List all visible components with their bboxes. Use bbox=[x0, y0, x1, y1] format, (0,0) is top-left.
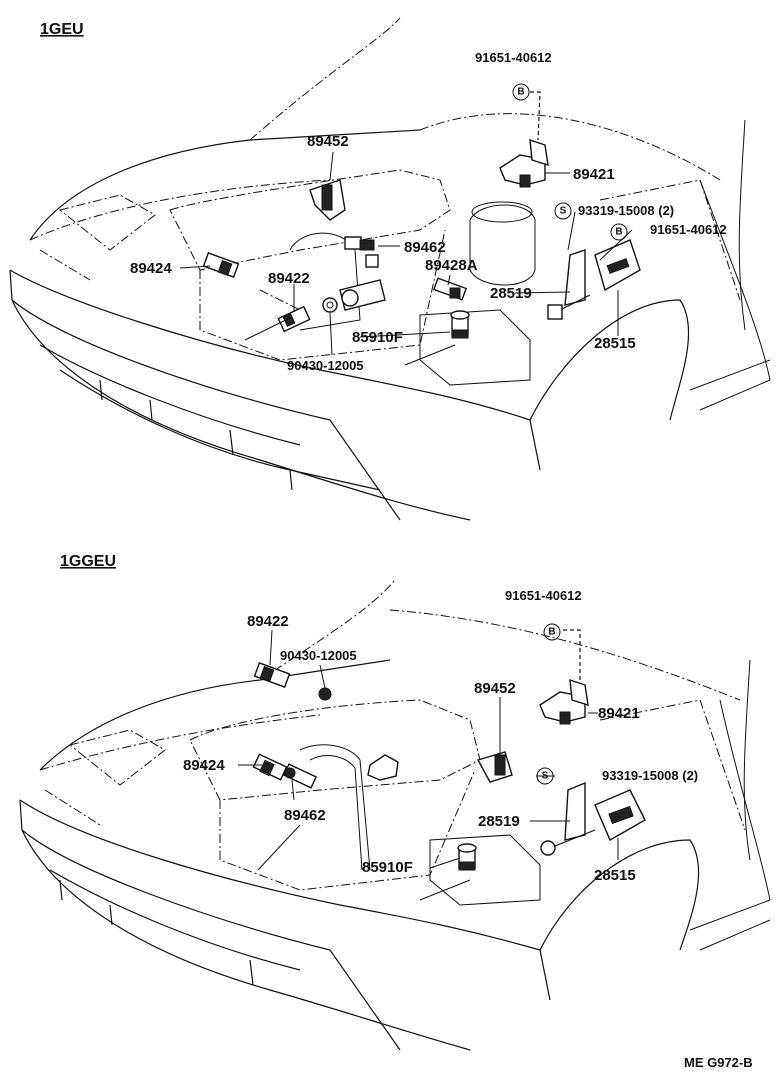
top-label-90430-12005: 90430-12005 bbox=[287, 358, 364, 373]
bottom-labels: 91651-40612 B 89422 90430-12005 89452 89… bbox=[183, 588, 698, 884]
bottom-label-90430-12005: 90430-12005 bbox=[280, 648, 357, 663]
bottom-part-85910F-switch bbox=[457, 843, 477, 871]
diagram-code: ME G972-B bbox=[684, 1055, 753, 1070]
bottom-label-91651-40612: 91651-40612 bbox=[505, 588, 582, 603]
bottom-label-89422: 89422 bbox=[247, 613, 289, 630]
top-part-28515-relay bbox=[547, 239, 641, 320]
top-label-28515: 28515 bbox=[594, 335, 636, 352]
top-label-89424: 89424 bbox=[130, 260, 172, 277]
top-label-89428A: 89428A bbox=[425, 257, 478, 274]
top-label-28519: 28519 bbox=[490, 285, 532, 302]
top-b2-mark: B bbox=[615, 227, 622, 238]
bottom-label-89421: 89421 bbox=[598, 705, 640, 722]
top-car-body bbox=[9, 17, 771, 521]
top-label-93319-15008: 93319-15008 (2) bbox=[578, 203, 674, 218]
top-part-89462-sensor bbox=[344, 236, 379, 268]
top-labels: 91651-40612 B 89452 89421 S 93319-15008 … bbox=[130, 50, 727, 373]
top-label-89421: 89421 bbox=[573, 166, 615, 183]
bottom-label-89462: 89462 bbox=[284, 807, 326, 824]
top-label-89452: 89452 bbox=[307, 133, 349, 150]
top-part-89421-sensor bbox=[499, 138, 549, 188]
bottom-label-28515: 28515 bbox=[594, 867, 636, 884]
top-s-circle bbox=[554, 202, 572, 220]
top-part-90430-washer bbox=[322, 297, 338, 313]
bottom-label-28519: 28519 bbox=[478, 813, 520, 830]
bottom-label-85910F: 85910F bbox=[362, 859, 413, 876]
bottom-section-title: 1GGEU bbox=[60, 553, 116, 570]
bottom-part-28515-relay bbox=[540, 789, 646, 856]
bottom-part-90430-washer bbox=[318, 687, 332, 701]
bottom-part-89422-sensor bbox=[253, 662, 291, 688]
top-section-title: 1GEU bbox=[40, 21, 84, 38]
top-leader-lines bbox=[179, 91, 633, 366]
bottom-s-mark: S bbox=[542, 771, 549, 782]
bottom-part-28519-bracket bbox=[564, 781, 586, 841]
top-b2-circle bbox=[610, 223, 628, 241]
top-b-mark: B bbox=[517, 87, 524, 98]
top-label-89422: 89422 bbox=[268, 270, 310, 287]
top-part-85910F-switch bbox=[450, 310, 470, 339]
bottom-label-89424: 89424 bbox=[183, 757, 225, 774]
top-part-28519-bracket bbox=[564, 249, 586, 306]
bottom-b-circle bbox=[543, 623, 561, 641]
bottom-part-89452-sensor bbox=[476, 751, 513, 783]
bottom-leader-lines bbox=[238, 629, 619, 901]
bottom-part-89421-sensor bbox=[539, 678, 589, 725]
bottom-part-89462-sensor bbox=[282, 763, 318, 789]
bottom-label-89452: 89452 bbox=[474, 680, 516, 697]
top-label-89462: 89462 bbox=[404, 239, 446, 256]
top-part-adapter bbox=[339, 279, 386, 311]
top-label-91651-40612: 91651-40612 bbox=[475, 50, 552, 65]
top-s-mark: S bbox=[560, 206, 567, 217]
top-label-91651-40612-b: 91651-40612 bbox=[650, 222, 727, 237]
bottom-section: 1GGEU bbox=[19, 553, 771, 1051]
bottom-car-body bbox=[19, 579, 771, 1051]
top-part-89428A-sensor bbox=[432, 277, 468, 301]
top-part-89424-sensor bbox=[202, 252, 240, 278]
bottom-b-mark: B bbox=[548, 627, 555, 638]
top-section: 1GEU bbox=[9, 17, 771, 521]
top-b-circle bbox=[512, 83, 530, 101]
top-part-89422-sensor bbox=[277, 305, 311, 333]
top-label-85910F: 85910F bbox=[352, 329, 403, 346]
bottom-label-93319-15008: 93319-15008 (2) bbox=[602, 768, 698, 783]
bottom-part-89424-sensor bbox=[252, 753, 288, 781]
bottom-s-circle bbox=[536, 767, 554, 785]
top-part-89452-sensor bbox=[309, 179, 346, 221]
